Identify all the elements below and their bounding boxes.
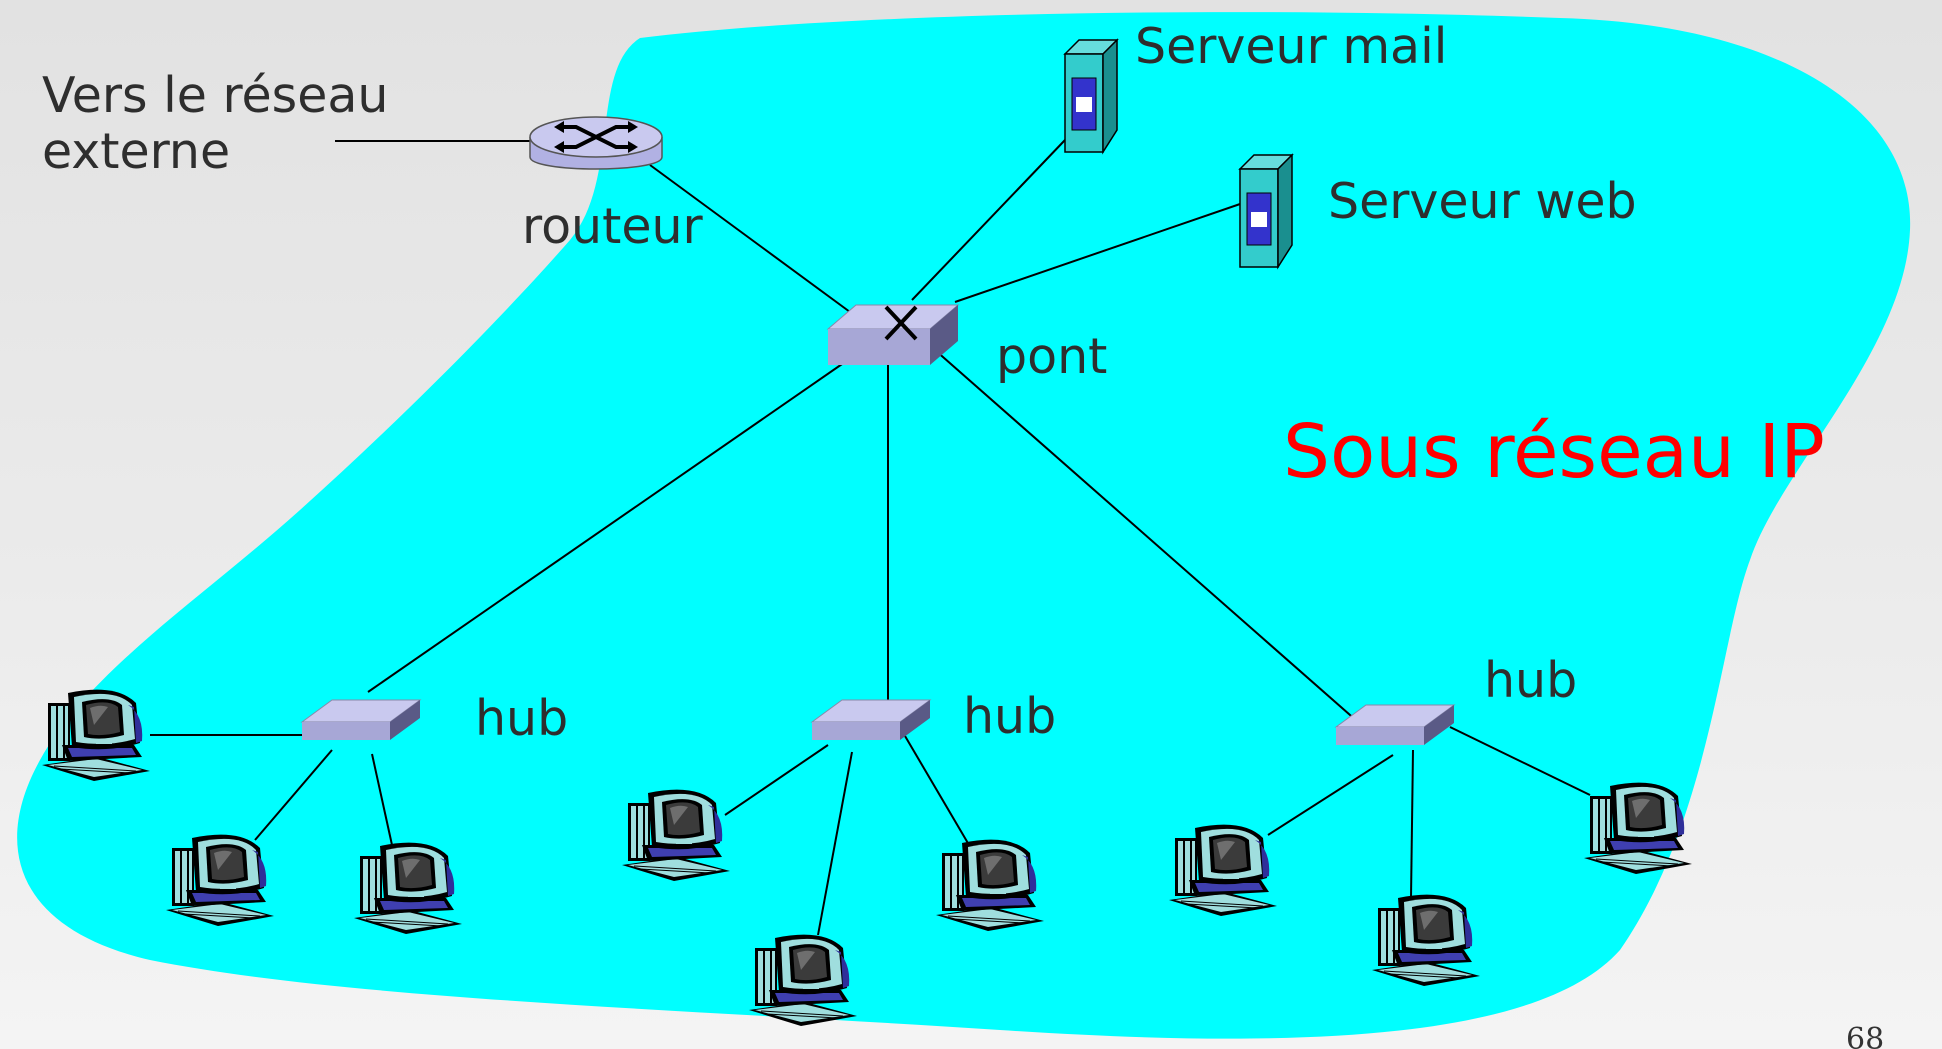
computer-hub1-b-icon xyxy=(165,834,275,927)
computer-hub2-c-icon xyxy=(935,839,1045,932)
computer-hub2-a-icon xyxy=(621,789,731,882)
web-server-label: Serveur web xyxy=(1328,173,1637,230)
computer-hub3-a-icon xyxy=(1168,824,1278,917)
wire-bridge-hub1 xyxy=(367,361,846,693)
subnet-area xyxy=(17,12,1911,1039)
wire-bridge-mail xyxy=(911,139,1066,301)
external-network-label-line1: Vers le réseau xyxy=(42,67,388,124)
computer-hub2-b-icon xyxy=(748,934,858,1027)
hub-2-label: hub xyxy=(963,688,1056,745)
wire-hub1-pc2 xyxy=(254,749,333,841)
page-number: 68 xyxy=(1846,1022,1884,1049)
computer-hub3-b-icon xyxy=(1371,894,1481,987)
wire-bridge-web xyxy=(954,202,1244,303)
bridge-label: pont xyxy=(996,328,1107,385)
wire-router-bridge xyxy=(649,164,851,313)
computer-hub1-a-icon xyxy=(41,689,151,782)
hub-1-label: hub xyxy=(475,690,568,747)
hub-3-label: hub xyxy=(1484,652,1577,709)
mail-server-icon xyxy=(1064,39,1118,153)
wire-hub3-pc2 xyxy=(1410,749,1414,899)
mail-server-label: Serveur mail xyxy=(1135,18,1447,75)
wire-hub1-pc3 xyxy=(371,753,393,846)
subnet-label: Sous réseau IP xyxy=(1283,409,1825,495)
router-label: routeur xyxy=(522,198,704,255)
bridge-icon xyxy=(826,304,960,365)
router-icon xyxy=(529,116,663,170)
wire-hub2-pc1 xyxy=(724,744,829,816)
computer-hub1-c-icon xyxy=(353,842,463,935)
wire-hub2-pc3 xyxy=(904,735,973,851)
computer-hub3-c-icon xyxy=(1583,782,1693,875)
connections xyxy=(150,139,1591,936)
wire-hub3-pc1 xyxy=(1267,754,1394,836)
wire-bridge-hub3 xyxy=(934,349,1359,723)
wire-hub3-pc3 xyxy=(1449,726,1591,796)
web-server-icon xyxy=(1239,154,1293,268)
wire-hub2-pc2 xyxy=(817,751,853,936)
external-network-label-line2: externe xyxy=(42,123,230,180)
